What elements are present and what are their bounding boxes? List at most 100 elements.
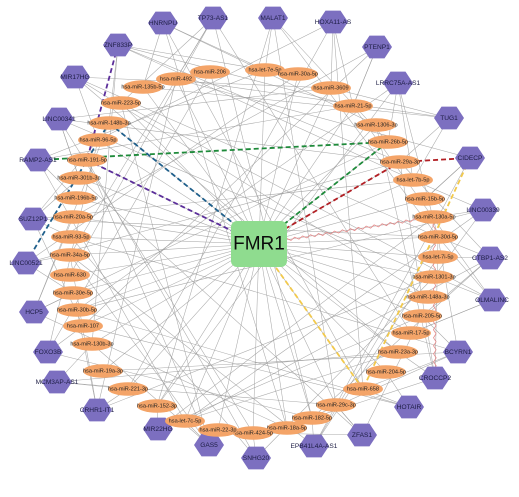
mirna-node[interactable]: hsa-miR-424-5p	[233, 426, 273, 440]
lncrna-mirna-edge	[69, 254, 210, 446]
mirna-node[interactable]: hsa-miR-3609	[311, 81, 351, 95]
mirna-node[interactable]: hsa-let-7e-5p	[245, 63, 285, 77]
mirna-ellipse	[267, 421, 307, 435]
lncrna-node[interactable]: LINC00341	[42, 107, 76, 131]
lncrna-node[interactable]: LRRC75A-AS1	[376, 71, 421, 95]
lncrna-node[interactable]: CRHR1-IT1	[80, 398, 115, 422]
lncrna-node[interactable]: LINC00521	[9, 251, 43, 275]
mirna-node[interactable]: hsa-miR-221-3p	[108, 382, 148, 396]
mirna-label: hsa-miR-26b-5p	[368, 139, 408, 145]
mirna-ellipse	[50, 248, 90, 262]
lncrna-node[interactable]: LINC00339	[466, 198, 500, 222]
mirna-node[interactable]: hsa-let-7b-5p	[393, 173, 433, 187]
mirna-node[interactable]: hsa-miR-1306-3p	[354, 118, 398, 132]
mirna-node[interactable]: hsa-miR-191-5p	[67, 153, 107, 167]
mirna-node[interactable]: hsa-miR-26b-5p	[368, 135, 408, 149]
mirna-mrna-edge	[120, 102, 260, 245]
mirna-ellipse	[408, 290, 448, 304]
lncrna-node[interactable]: HOTAIR	[394, 395, 424, 419]
mirna-node[interactable]: hsa-miR-34a-5p	[50, 248, 90, 262]
mirna-node[interactable]: hsa-miR-29c-3p	[316, 398, 356, 412]
mirna-node[interactable]: hsa-miR-23a-3p	[378, 345, 418, 359]
mirna-label: hsa-miR-20a-5p	[53, 214, 93, 220]
lncrna-mirna-edge	[32, 179, 414, 220]
lncrna-node[interactable]: MALAT1	[258, 6, 288, 30]
lncrna-node[interactable]: TP73-AS1	[198, 6, 229, 30]
lncrna-node[interactable]: ZNF833P	[103, 33, 133, 57]
lncrna-node[interactable]: GAS5	[194, 433, 224, 457]
mirna-node[interactable]: hsa-miR-30d-5p	[418, 230, 458, 244]
mirna-node[interactable]: hsa-miR-492	[156, 72, 196, 86]
lncrna-node[interactable]: CIDECP	[455, 146, 485, 170]
mirna-node[interactable]: hsa-miR-17-5p	[391, 326, 431, 340]
mirna-node[interactable]: hsa-miR-301b-3p	[57, 171, 101, 185]
lncrna-mirna-edge	[58, 118, 254, 434]
mirna-node[interactable]: hsa-miR-130b-3p	[70, 337, 114, 351]
lncrna-node[interactable]: SNHG20	[241, 446, 271, 470]
mirna-node[interactable]: hsa-miR-204-5p	[366, 365, 406, 379]
mirna-node[interactable]: hsa-miR-93-5p	[51, 230, 91, 244]
mirna-node[interactable]: hsa-miR-30a-5p	[278, 67, 318, 81]
lncrna-node[interactable]: EPB41L4A-AS1	[291, 434, 338, 458]
mirna-mrna-edge	[78, 177, 260, 245]
lncrna-node[interactable]: HOXA11-AS	[315, 10, 352, 34]
mirna-label: hsa-miR-301b-3p	[57, 175, 100, 181]
mirna-node[interactable]: hsa-miR-148a-3p	[406, 290, 450, 304]
center-node[interactable]: FMR1	[231, 221, 287, 267]
lncrna-hexagon	[42, 370, 72, 394]
mirna-node[interactable]: hsa-miR-21-5p	[333, 99, 373, 113]
mirna-ellipse	[311, 81, 351, 95]
lncrna-node[interactable]: ZFAS1	[347, 423, 377, 447]
lncrna-mirna-edge	[25, 161, 401, 264]
mirna-node[interactable]: hsa-let-7c-5p	[165, 414, 205, 428]
mirna-node[interactable]: hsa-miR-1301-3p	[412, 270, 456, 284]
mirna-label: hsa-miR-30d-5p	[418, 234, 458, 240]
lncrna-hexagon	[455, 146, 485, 170]
mirna-node[interactable]: hsa-miR-20a-5p	[53, 210, 93, 224]
mirna-node[interactable]: hsa-miR-206	[190, 65, 230, 79]
mirna-node[interactable]: hsa-miR-135b-5p	[121, 80, 165, 94]
lncrna-mirna-edge	[58, 118, 435, 278]
mirna-mrna-edge	[142, 86, 260, 245]
lncrna-label: CRHR1-IT1	[80, 407, 115, 414]
mirna-ellipse	[198, 423, 238, 437]
mirna-node[interactable]: hsa-miR-96-5p	[78, 133, 118, 147]
mirna-node[interactable]: hsa-let-7i-5p	[418, 250, 458, 264]
lncrna-node[interactable]: HNRNPU	[148, 11, 178, 35]
mirna-node[interactable]: hsa-miR-22-3p	[198, 423, 238, 437]
lncrna-node[interactable]: MIR22HG	[143, 417, 173, 441]
lncrna-node[interactable]: PTENP1	[362, 35, 392, 59]
mirna-node[interactable]: hsa-miR-223-5p	[101, 96, 141, 110]
mirna-node[interactable]: hsa-miR-148b-3p	[87, 116, 131, 130]
mirna-node[interactable]: hsa-miR-205-5p	[402, 309, 442, 323]
lncrna-label: ZFAS1	[352, 432, 372, 439]
mirna-node[interactable]: hsa-miR-658	[343, 382, 383, 396]
lncrna-node[interactable]: MIR17HG	[60, 65, 90, 89]
mirna-node[interactable]: hsa-miR-630	[50, 268, 90, 282]
mirna-node[interactable]: hsa-miR-19a-3p	[83, 364, 123, 378]
mirna-node[interactable]: hsa-miR-130a-5p	[412, 210, 456, 224]
lncrna-node[interactable]: TUG1	[434, 106, 464, 130]
center-node-box[interactable]	[231, 221, 287, 267]
mirna-node[interactable]: hsa-miR-30b-5p	[57, 303, 97, 317]
mirna-node[interactable]: hsa-miR-18a-5p	[267, 421, 307, 435]
lncrna-node[interactable]: SUZ12P1	[18, 207, 48, 231]
lncrna-node[interactable]: OLMALINC	[475, 288, 509, 312]
mirna-node[interactable]: hsa-miR-196b-5p	[54, 191, 98, 205]
mirna-node[interactable]: hsa-miR-107	[63, 319, 103, 333]
mirna-node[interactable]: hsa-miR-152-3p	[137, 399, 177, 413]
mirna-node[interactable]: hsa-miR-182-5p	[292, 411, 332, 425]
lncrna-node[interactable]: BCYRN1	[443, 340, 473, 364]
mirna-mrna-edge	[258, 243, 288, 429]
lncrna-node[interactable]: RAMP2-AS1	[19, 148, 57, 172]
lncrna-node[interactable]: MCM3AP-AS1	[36, 370, 79, 394]
mirna-label: hsa-miR-30a-5p	[278, 71, 318, 77]
mirna-node[interactable]: hsa-miR-29a-3p	[380, 155, 420, 169]
mirna-ellipse	[316, 398, 356, 412]
mirna-node[interactable]: hsa-miR-30e-5p	[53, 286, 93, 300]
lncrna-node[interactable]: HCP5	[19, 300, 49, 324]
mirna-node[interactable]: hsa-miR-15b-5p	[405, 192, 445, 206]
lncrna-node[interactable]: CTBP1-AS2	[472, 246, 508, 270]
lncrna-node[interactable]: FOXO3B	[33, 340, 63, 364]
lncrna-node[interactable]: CROCCP2	[419, 366, 452, 390]
